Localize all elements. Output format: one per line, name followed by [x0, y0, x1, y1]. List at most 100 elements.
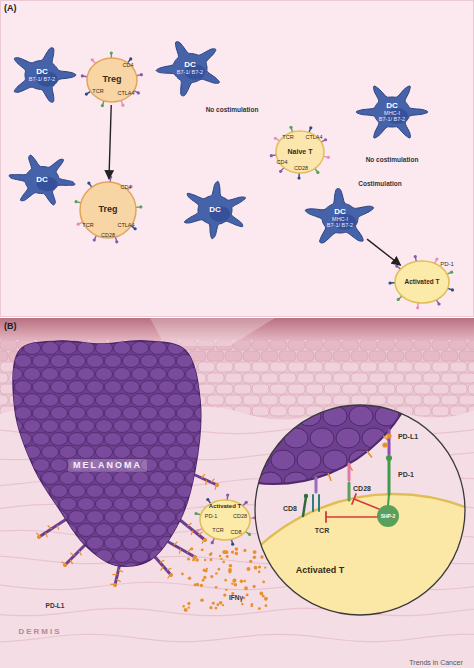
- receptor-head: [324, 138, 327, 141]
- skin-cell: [288, 362, 305, 372]
- skin-cell: [333, 395, 350, 405]
- annotation-label: SHP-2: [381, 514, 396, 519]
- cytokine-dot: [210, 575, 213, 578]
- dendrite: [155, 557, 171, 575]
- inhibition-bar: [325, 512, 327, 522]
- tumor-cell: [15, 511, 32, 524]
- pd-l1-spike: [161, 566, 164, 570]
- tumor-cell: [123, 563, 140, 576]
- dendritic-cell: [184, 181, 245, 238]
- tumor-cell: [141, 329, 158, 342]
- cytokine-dot: [200, 584, 203, 587]
- tumor-cell: [245, 450, 269, 470]
- tumor-cell: [6, 550, 23, 563]
- cytokine-dot: [201, 548, 204, 551]
- cytokine-dot: [205, 570, 208, 573]
- annotation-label: No costimulation: [206, 107, 259, 114]
- skin-cell: [468, 362, 474, 372]
- cytokine-dot: [215, 586, 218, 589]
- pd-l1-spike: [112, 574, 117, 575]
- cytokine-dot: [187, 558, 190, 561]
- cell-label: DC: [334, 208, 346, 217]
- tumor-cell: [51, 511, 68, 524]
- receptor-head: [451, 288, 454, 291]
- tumor-cell: [42, 446, 59, 459]
- annotation-label: Trends in Cancer: [409, 659, 462, 666]
- skin-cell: [225, 373, 242, 383]
- tumor-cell: [96, 550, 113, 563]
- tumor-cell: [69, 407, 86, 420]
- pd-l1-spike: [205, 480, 207, 485]
- receptor-head: [416, 306, 419, 309]
- skin-cell: [423, 395, 440, 405]
- skin-cell: [405, 373, 422, 383]
- cytokine-dot: [235, 552, 239, 556]
- cd28-molecule: [348, 483, 351, 500]
- tumor-cell: [204, 342, 221, 355]
- tumor-cell: [15, 485, 32, 498]
- collagen-fiber: [0, 608, 474, 615]
- cell-label: B7-1/ B7-2: [29, 76, 55, 82]
- tumor-cell: [15, 355, 32, 368]
- t-cell-body: [80, 182, 136, 238]
- melanoma-mass: [13, 341, 201, 566]
- receptor-head: [109, 176, 112, 179]
- skin-cell: [360, 384, 377, 394]
- tumor-cell: [24, 342, 41, 355]
- receptor-head: [206, 498, 209, 501]
- tumor-cell: [323, 406, 347, 426]
- tumor-cell: [186, 394, 203, 407]
- skin-cell: [351, 373, 368, 383]
- receptor-head: [435, 257, 438, 260]
- cytokine-dot: [264, 597, 268, 601]
- tumor-cell: [123, 433, 140, 446]
- skin-cell: [450, 362, 467, 372]
- annotation-label: TCR: [315, 527, 329, 534]
- cytokine-dot: [234, 583, 238, 587]
- tumor-cell: [6, 524, 23, 537]
- receptor-head: [397, 298, 400, 301]
- zoom-outline: [255, 405, 465, 615]
- annotation-label: CD28: [101, 233, 115, 239]
- skin-cell: [216, 406, 233, 416]
- skin-cell: [396, 340, 413, 350]
- tumor-cell: [132, 342, 149, 355]
- tumor-cell: [159, 381, 176, 394]
- tumor-cell: [132, 524, 149, 537]
- skin-cell: [252, 406, 269, 416]
- tumor-cell: [195, 459, 212, 472]
- pd-l1-tip: [203, 538, 207, 542]
- tumor-cell: [284, 428, 308, 448]
- tumor-cell: [186, 524, 203, 537]
- cell-label: Activated T: [209, 503, 241, 510]
- receptor-head: [395, 264, 398, 267]
- tumor-cell: [24, 498, 41, 511]
- pd-l1-spike: [57, 525, 59, 530]
- skin-cell: [261, 373, 278, 383]
- receptor-head: [289, 126, 292, 129]
- pd-l1-spike: [174, 542, 178, 546]
- annotation-label: (B): [4, 322, 17, 331]
- skin-cell: [261, 395, 278, 405]
- tumor-cell: [132, 498, 149, 511]
- skin-cell: [0, 395, 8, 405]
- tumor-cell: [168, 394, 185, 407]
- tumor-cell: [177, 433, 194, 446]
- tumor-cell: [87, 537, 104, 550]
- tumor-cell: [414, 384, 438, 404]
- tumor-cell: [33, 459, 50, 472]
- tumor-cell: [24, 420, 41, 433]
- tumor-cell: [24, 550, 41, 563]
- tumor-cell: [141, 485, 158, 498]
- skin-cell: [450, 384, 467, 394]
- cell-label: Naive T: [288, 148, 313, 156]
- tumor-cell: [15, 407, 32, 420]
- tumor-cell: [388, 384, 412, 404]
- tumor-cell: [96, 472, 113, 485]
- annotation-label: PD-1: [398, 471, 414, 478]
- tumor-cell: [0, 537, 14, 550]
- tumor-cell: [69, 485, 86, 498]
- skin-cell: [396, 384, 413, 394]
- tumor-cell: [15, 459, 32, 472]
- skin-cell: [450, 340, 467, 350]
